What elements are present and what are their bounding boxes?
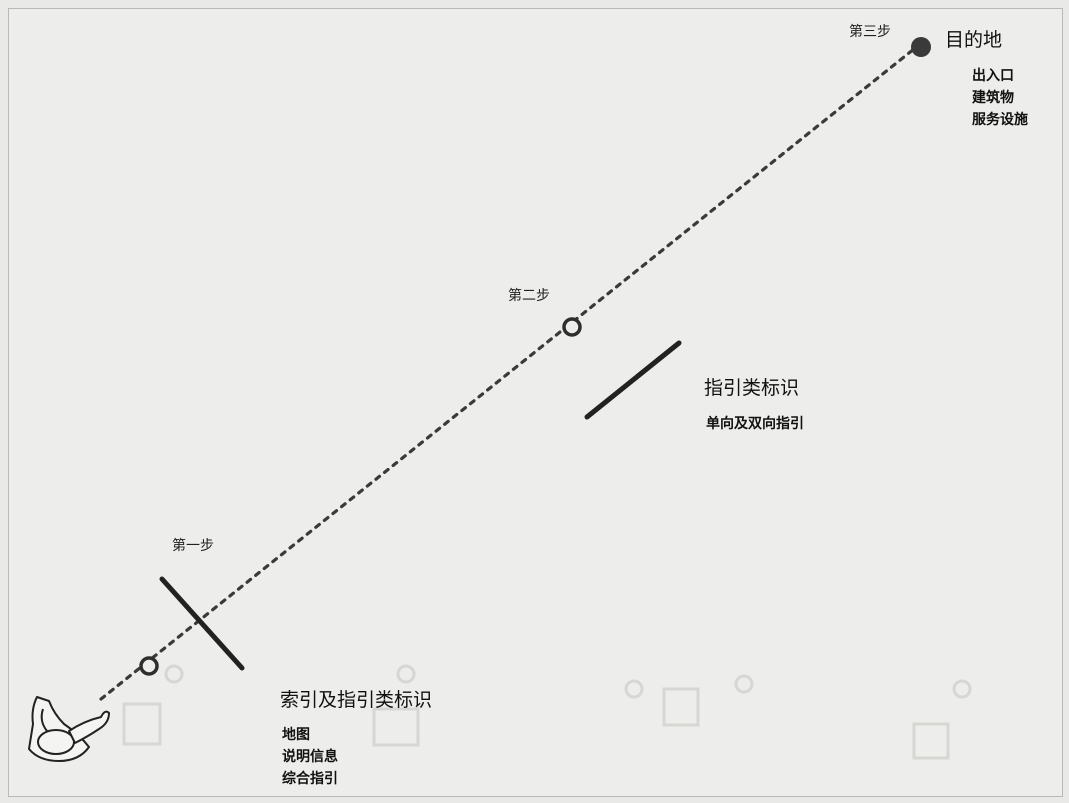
destination-list: 出入口 建筑物 服务设施 [972, 65, 1028, 131]
step1-label: 第一步 [172, 538, 214, 554]
guide-signs-item: 单向及双向指引 [706, 416, 804, 432]
ghost-icons [122, 664, 972, 760]
guide-sign-bar [584, 340, 682, 420]
index-sign-bar [159, 576, 245, 671]
destination-item: 出入口 [972, 68, 1014, 84]
wayfinding-diagram [28, 37, 972, 762]
destination-title: 目的地 [945, 29, 1003, 51]
step2-marker [562, 317, 582, 337]
route-dotted-line [99, 47, 916, 701]
index-signs-title: 索引及指引类标识 [280, 689, 433, 711]
guide-signs-list: 单向及双向指引 [706, 413, 804, 435]
step3-label: 第三步 [849, 24, 891, 40]
guide-signs-title: 指引类标识 [704, 377, 800, 399]
step1-marker [139, 656, 159, 676]
index-signs-item: 说明信息 [282, 749, 338, 765]
diagram-frame: 第一步 第二步 第三步 目的地 出入口 建筑物 服务设施 指引类标识 单向及双向… [8, 8, 1063, 797]
destination-item: 建筑物 [972, 90, 1014, 106]
destination-marker [911, 37, 931, 57]
index-signs-list: 地图 说明信息 综合指引 [282, 724, 338, 790]
destination-item: 服务设施 [972, 112, 1028, 128]
step2-label: 第二步 [508, 288, 550, 304]
index-signs-item: 地图 [282, 727, 310, 743]
person-icon [28, 696, 110, 762]
index-signs-item: 综合指引 [282, 771, 338, 787]
